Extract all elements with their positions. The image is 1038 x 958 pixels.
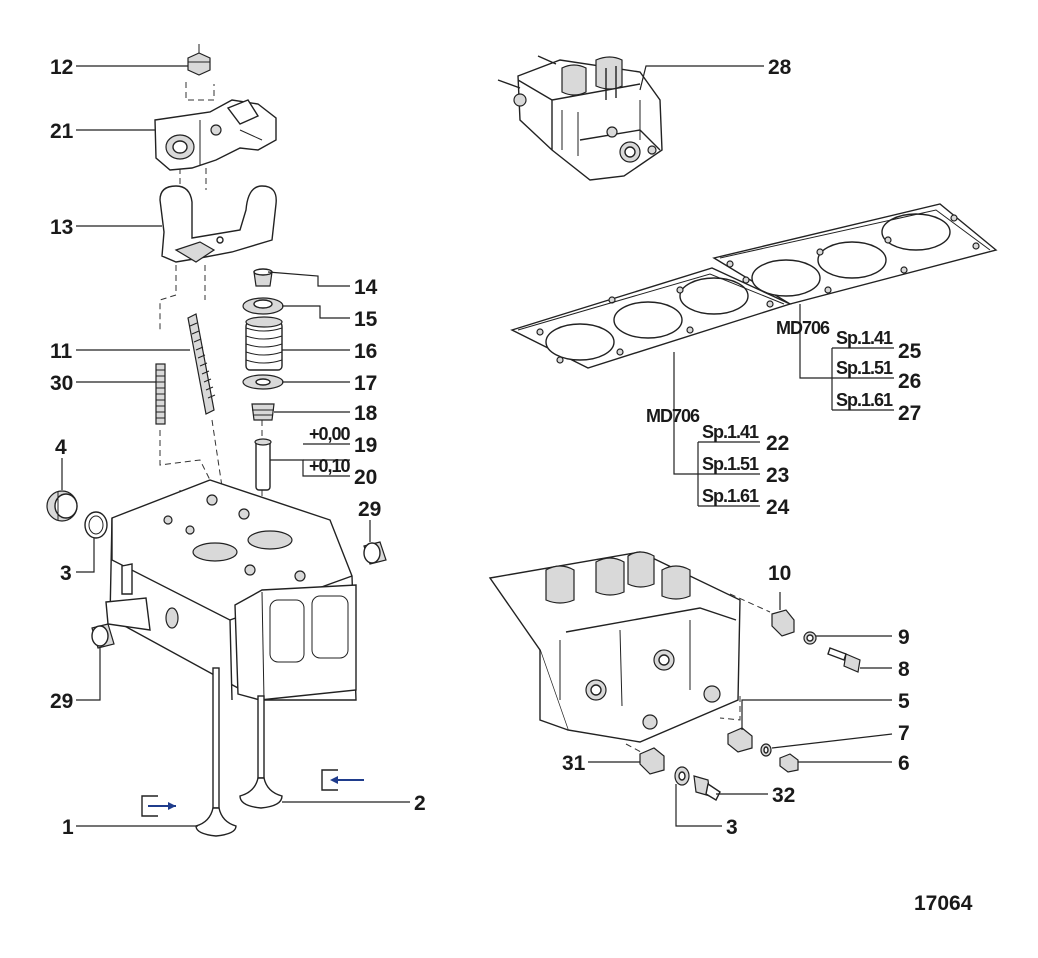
leader-lines (61, 65, 894, 827)
callout-15: 15 (354, 308, 378, 331)
callout-24: 24 (766, 496, 790, 519)
part-13-bracket (159, 185, 277, 263)
callout-6: 6 (898, 752, 910, 775)
part-18-valve-stem-seal (251, 403, 275, 421)
part-14-valve-cotter (253, 268, 273, 287)
part-32-sensor (693, 775, 721, 801)
cylinder-head-lower-right (488, 551, 741, 743)
callout-21: 21 (50, 120, 74, 143)
intake-flow-arrow-icon (141, 795, 176, 817)
callout-26: 26 (898, 370, 921, 393)
callout-9: 9 (898, 626, 910, 649)
cylinder-head-single (105, 479, 357, 701)
callout-4: 4 (55, 436, 67, 459)
part-17-spring-seat-washer (242, 374, 284, 390)
exhaust-flow-arrow-icon (321, 769, 364, 791)
part-19-20-valve-guide (254, 438, 272, 491)
callout-1: 1 (62, 816, 74, 839)
part-12-nut (187, 44, 211, 76)
callout-19: 19 (354, 434, 377, 457)
part-3-o-ring-right (674, 766, 690, 786)
callout-25: 25 (898, 340, 922, 363)
gasket-lower-size-2: Sp.1.51 (702, 454, 759, 474)
part-10-adapter (771, 609, 795, 637)
cylinder-head-gasket-lower (510, 267, 792, 369)
callout-17: 17 (354, 372, 377, 395)
part-1-intake-valve (195, 667, 237, 837)
callout-13: 13 (50, 216, 73, 239)
callout-3-left: 3 (60, 562, 72, 585)
part-7-washer (760, 743, 772, 757)
part-5-adapter (727, 727, 753, 753)
part-31-adapter (639, 747, 665, 775)
part-29-sleeve-left (91, 623, 115, 649)
assembly-guides (159, 82, 263, 540)
gasket-upper-size-3: Sp.1.61 (836, 390, 893, 410)
part-4-plug (46, 490, 78, 522)
callout-3-right: 3 (726, 816, 738, 839)
callout-16: 16 (354, 340, 377, 363)
callout-20: 20 (354, 466, 377, 489)
callout-18: 18 (354, 402, 378, 425)
part-29-sleeve-right (363, 541, 387, 565)
callout-32: 32 (772, 784, 795, 807)
callout-11: 11 (50, 340, 73, 363)
callout-14: 14 (354, 276, 378, 299)
part-28-cylinder-head-assembly (497, 55, 663, 181)
callout-5: 5 (898, 690, 910, 713)
gasket-lower-size-1: Sp.1.41 (702, 422, 759, 442)
gasket-upper-model: MD706 (776, 318, 830, 338)
callout-28: 28 (768, 56, 792, 79)
callout-10: 10 (768, 562, 791, 585)
valve-guide-std-size: +0,00 (309, 424, 351, 444)
callout-29-left: 29 (50, 690, 73, 713)
part-8-sensor (827, 647, 861, 673)
part-15-spring-retainer (242, 297, 284, 315)
callout-8: 8 (898, 658, 910, 681)
gasket-upper-size-1: Sp.1.41 (836, 328, 893, 348)
callout-23: 23 (766, 464, 789, 487)
gasket-lower-model: MD706 (646, 406, 700, 426)
callout-29-right: 29 (358, 498, 381, 521)
figure-number: 17064 (914, 892, 973, 915)
callout-7: 7 (898, 722, 910, 745)
part-21-rocker-arm-bracket (154, 99, 277, 171)
sensor-guides (625, 593, 771, 761)
part-2-exhaust-valve (239, 695, 283, 809)
gasket-upper-size-2: Sp.1.51 (836, 358, 893, 378)
part-11-stud-long (187, 313, 216, 415)
callout-31: 31 (562, 752, 586, 775)
callout-27: 27 (898, 402, 921, 425)
part-16-valve-spring (245, 316, 283, 371)
cylinder-head-gasket-upper (712, 203, 998, 305)
part-30-stud-short (155, 363, 166, 425)
callout-12: 12 (50, 56, 73, 79)
callout-22: 22 (766, 432, 789, 455)
callout-2: 2 (414, 792, 426, 815)
valve-guide-over-size: +0,10 (309, 456, 351, 476)
part-3-o-ring-left (84, 511, 108, 539)
part-6-plug (779, 753, 799, 773)
gasket-lower-size-3: Sp.1.61 (702, 486, 759, 506)
callout-30: 30 (50, 372, 73, 395)
part-9-washer (803, 631, 817, 645)
callout-labels: 12 21 13 14 15 16 17 18 +0,00 19 +0,10 2… (50, 56, 973, 915)
